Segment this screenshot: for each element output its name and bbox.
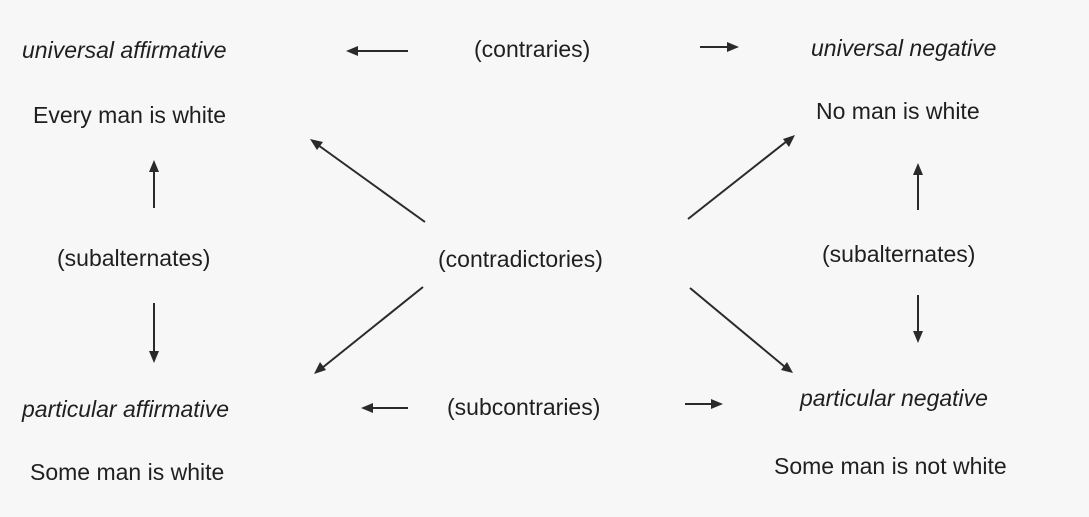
arrow-contradictories-up-left xyxy=(310,139,426,223)
contraries-label: (contraries) xyxy=(474,36,591,62)
arrow-subcontraries-right xyxy=(685,399,723,409)
universal-affirmative-example: Every man is white xyxy=(33,102,227,128)
arrow-contradictories-down-left xyxy=(314,286,424,374)
particular-negative-example: Some man is not white xyxy=(774,453,1007,479)
universal-negative-example: No man is white xyxy=(816,98,980,124)
particular-affirmative-label: particular affirmative xyxy=(22,396,230,422)
arrow-subcontraries-left xyxy=(361,403,408,413)
particular-negative-label: particular negative xyxy=(800,385,988,411)
arrow-contradictories-down-right xyxy=(689,287,793,373)
arrow-contraries-left xyxy=(346,46,408,56)
arrow-subalternates-left-up xyxy=(149,160,159,208)
universal-affirmative-label: universal affirmative xyxy=(22,37,227,63)
universal-negative-label: universal negative xyxy=(811,35,997,61)
subalternates-left-label: (subalternates) xyxy=(57,245,211,271)
subcontraries-label: (subcontraries) xyxy=(447,394,601,420)
arrow-subalternates-right-up xyxy=(913,163,923,210)
arrow-contraries-right xyxy=(700,42,739,52)
particular-affirmative-example: Some man is white xyxy=(30,459,225,485)
arrow-contradictories-up-right xyxy=(687,135,795,220)
arrow-subalternates-left-down xyxy=(149,303,159,363)
contradictories-label: (contradictories) xyxy=(438,246,603,272)
arrow-subalternates-right-down xyxy=(913,295,923,343)
subalternates-right-label: (subalternates) xyxy=(822,241,976,267)
